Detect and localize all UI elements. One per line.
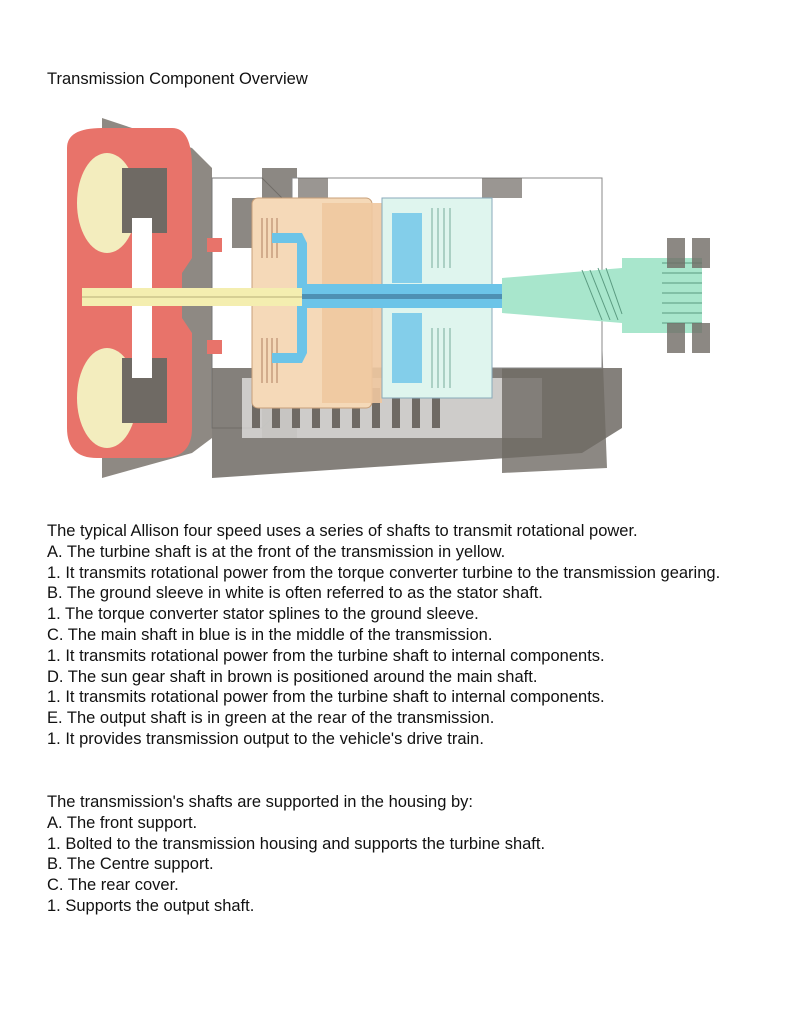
main-shaft-item: C. The main shaft in blue is in the midd… bbox=[47, 625, 493, 644]
centre-support-item: B. The Centre support. bbox=[47, 855, 214, 874]
ground-sleeve-detail: 1. The torque converter stator splines t… bbox=[47, 605, 479, 624]
turbine-shaft-detail: 1. It transmits rotational power from th… bbox=[47, 563, 721, 582]
main-shaft-detail: 1. It transmits rotational power from th… bbox=[47, 646, 605, 665]
output-shaft-detail: 1. It provides transmission output to th… bbox=[47, 729, 484, 748]
ground-sleeve-item: B. The ground sleeve in white is often r… bbox=[47, 584, 543, 603]
sun-gear-shaft-detail: 1. It transmits rotational power from th… bbox=[47, 688, 605, 707]
sun-gear-shaft-item: D. The sun gear shaft in brown is positi… bbox=[47, 667, 538, 686]
output-shaft-item: E. The output shaft is in green at the r… bbox=[47, 709, 495, 728]
turbine-shaft-item: A. The turbine shaft is at the front of … bbox=[47, 542, 506, 561]
page-title: Transmission Component Overview bbox=[47, 70, 308, 88]
section1-intro: The typical Allison four speed uses a se… bbox=[47, 522, 638, 540]
rear-cover-detail: 1. Supports the output shaft. bbox=[47, 896, 255, 915]
front-support-detail: 1. Bolted to the transmission housing an… bbox=[47, 834, 546, 853]
rear-cover-item: C. The rear cover. bbox=[47, 876, 179, 895]
front-support-item: A. The front support. bbox=[47, 813, 198, 832]
section2-intro: The transmission's shafts are supported … bbox=[47, 793, 473, 811]
transmission-cutaway-diagram bbox=[62, 108, 762, 486]
supports-description-section: The transmission's shafts are supported … bbox=[47, 792, 747, 917]
shafts-description-section: The typical Allison four speed uses a se… bbox=[47, 521, 747, 750]
